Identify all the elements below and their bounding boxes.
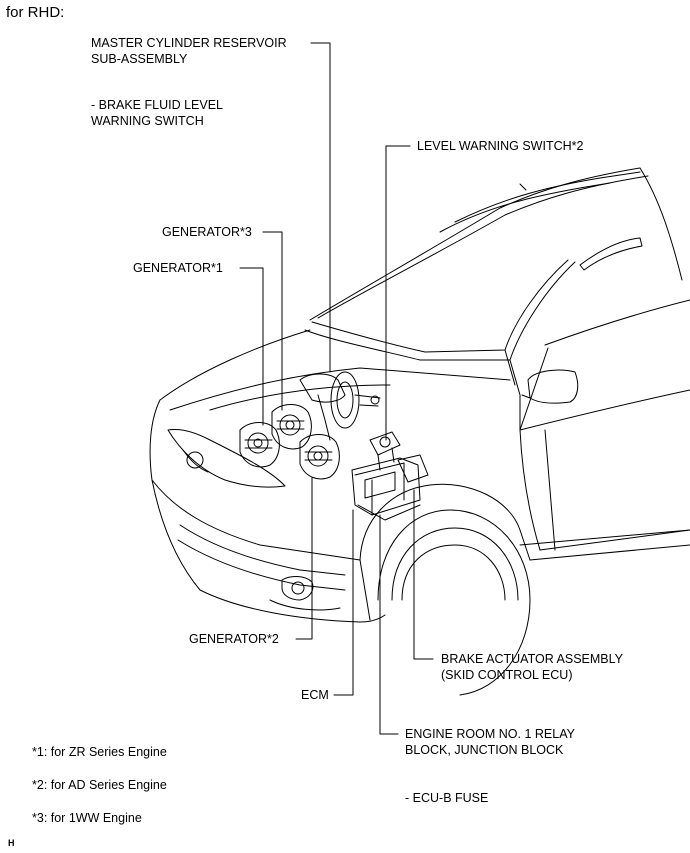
brake-fluid-switch-label-line2: WARNING SWITCH [91, 113, 204, 128]
master-cylinder-label: MASTER CYLINDER RESERVOIR SUB-ASSEMBLY [91, 36, 287, 67]
level-warning-switch-label: LEVEL WARNING SWITCH*2 [417, 139, 584, 153]
generator1-label: GENERATOR*1 [133, 261, 223, 275]
car-body-outline [149, 167, 690, 696]
footnote-3: *3: for 1WW Engine [32, 811, 142, 825]
ecu-b-fuse-label: - ECU-B FUSE [405, 791, 489, 805]
brake-actuator-label-line1: BRAKE ACTUATOR ASSEMBLY [441, 652, 624, 666]
brake-actuator-component [369, 431, 429, 483]
relay-block-component [351, 457, 421, 521]
brake-fluid-switch-label-line1: - BRAKE FLUID LEVEL [91, 98, 223, 112]
master-cylinder-component [299, 371, 381, 441]
engine-room-relay-label: ENGINE ROOM NO. 1 RELAY BLOCK, JUNCTION … [405, 727, 575, 758]
leader-lines [239, 42, 434, 735]
brake-fluid-switch-label: - BRAKE FLUID LEVEL WARNING SWITCH [91, 98, 223, 129]
brake-actuator-label-line2: (SKID CONTROL ECU) [441, 667, 573, 682]
page-header: for RHD: [6, 4, 65, 21]
generator2-label: GENERATOR*2 [189, 632, 279, 646]
footnote-1: *1: for ZR Series Engine [32, 745, 167, 759]
generator3-label: GENERATOR*3 [162, 225, 252, 239]
master-cylinder-label-line1: MASTER CYLINDER RESERVOIR [91, 36, 287, 50]
engine-room-relay-label-line2: BLOCK, JUNCTION BLOCK [405, 742, 564, 757]
master-cylinder-label-line2: SUB-ASSEMBLY [91, 51, 188, 66]
ecm-label: ECM [301, 688, 329, 702]
footnote-2: *2: for AD Series Engine [32, 778, 167, 792]
generator1-component [239, 422, 280, 468]
generator2-component [299, 434, 340, 480]
brake-actuator-label: BRAKE ACTUATOR ASSEMBLY (SKID CONTROL EC… [441, 652, 623, 683]
engine-room-relay-label-line1: ENGINE ROOM NO. 1 RELAY [405, 727, 575, 741]
corner-mark: H [8, 838, 15, 848]
generator3-component [271, 404, 312, 450]
